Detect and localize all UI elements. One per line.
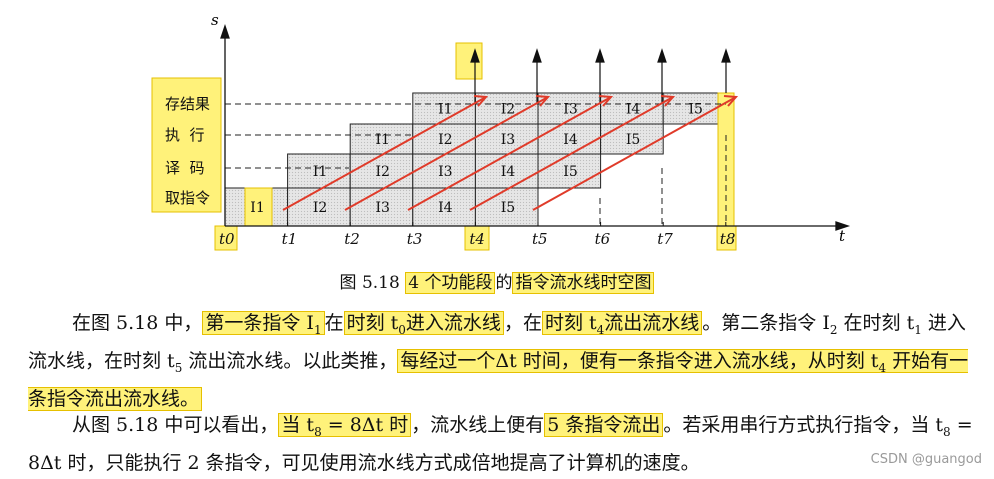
- stage-labels: 存结果 执 行 译 码 取指令: [165, 95, 210, 207]
- caption-highlight-b: 指令流水线时空图: [512, 272, 655, 294]
- cell-label-i4: I4: [626, 102, 641, 118]
- time-tick-labels: t0 t1 t2 t3 t4 t5 t6 t7 t8: [219, 222, 735, 248]
- axes: [220, 23, 851, 231]
- stage-label-store: 存结果: [165, 95, 210, 113]
- cell-label-i2: I2: [376, 164, 390, 180]
- para1-text: 时刻 t: [544, 312, 597, 334]
- para2-text: = 8Δt 时: [321, 414, 409, 436]
- para1-text: ，在: [503, 312, 542, 334]
- time-tick-t0: t0: [219, 230, 235, 248]
- para1-text: 。第二条指令 I: [702, 312, 830, 334]
- para1-sub: 1: [914, 322, 922, 337]
- para1-text: 每经过一个Δt 时间，便有一条指令进入流水线，从时刻 t: [400, 349, 879, 372]
- cell-label-i3: I3: [376, 200, 390, 216]
- caption-highlight-a: 4 个功能段: [405, 272, 496, 294]
- cell-label-i1: I1: [250, 200, 264, 216]
- para1-sub: 4: [596, 322, 605, 337]
- para1-text: 在时刻 t: [837, 312, 915, 334]
- watermark: CSDN @guangod: [870, 452, 982, 467]
- cell-label-i2: I2: [313, 200, 327, 216]
- stage-label-fetch: 取指令: [165, 189, 210, 207]
- cell-label-i1: I1: [438, 102, 452, 118]
- para1-text: 时刻 t: [346, 312, 399, 334]
- para1-text: 进入流水线，在时刻 t: [28, 312, 966, 372]
- time-tick-t2: t2: [344, 230, 360, 248]
- cell-label-i5: I5: [626, 132, 640, 148]
- para1-sub: 0: [398, 322, 406, 337]
- para1-sub: 2: [829, 322, 838, 337]
- para1-text: 第一条指令 I: [205, 312, 314, 334]
- para2-text: ，流水线上便有: [411, 414, 545, 436]
- para1-highlight-t4: 时刻 t4流出流水线: [541, 311, 703, 337]
- s-axis-label: s: [211, 11, 219, 29]
- stage-label-execute: 执 行: [165, 126, 205, 144]
- cell-label-i1: I1: [313, 164, 327, 180]
- stage-label-decode: 译 码: [165, 159, 205, 177]
- cell-label-i4: I4: [438, 200, 453, 216]
- pipeline-cell: [412, 153, 476, 189]
- para2-highlight-t8: 当 t8 = 8Δt 时: [278, 413, 412, 439]
- para1-text: 开始有一条指令流出流水线。: [28, 349, 969, 410]
- pipeline-cell: [287, 153, 351, 189]
- pipeline-cell: [600, 123, 664, 155]
- time-tick-t8: t8: [720, 230, 736, 248]
- time-tick-t6: t6: [595, 230, 611, 248]
- pipeline-cell: [537, 153, 602, 189]
- time-tick-t5: t5: [532, 230, 548, 248]
- cell-label-i2: I2: [438, 132, 452, 148]
- cell-label-i5: I5: [563, 164, 577, 180]
- time-tick-t3: t3: [407, 230, 423, 248]
- time-tick-t4: t4: [469, 230, 485, 248]
- para2-sub: 8: [943, 424, 951, 439]
- cell-label-i3: I3: [563, 102, 577, 118]
- stage-labels-highlight: [151, 77, 222, 213]
- para2-text: 。若采用串行方式执行指令，当 t: [663, 414, 944, 436]
- cell-label-i1: I1: [376, 132, 390, 148]
- para2-text: 当 t: [281, 414, 315, 436]
- instruction-flow-arrows: [282, 95, 739, 211]
- cell-label-i4: I4: [563, 132, 578, 148]
- para1-text: 在图 5.18 中，: [72, 312, 203, 334]
- t-axis-label: t: [839, 227, 846, 245]
- para1-sub: 4: [878, 360, 887, 375]
- pipeline-cell: [349, 153, 414, 189]
- highlight-box: [244, 187, 273, 227]
- para1-text: 流出流水线。以此类推，: [182, 349, 398, 372]
- cell-label-i3: I3: [438, 164, 452, 180]
- para1-text: 进入流水线: [405, 312, 501, 334]
- para2-sub: 8: [314, 424, 322, 439]
- para1-highlight-first-instruction: 第一条指令 I1: [202, 311, 325, 337]
- para1-text: 在: [324, 312, 344, 334]
- para1-sub: 1: [313, 322, 322, 337]
- para1-sub: 5: [174, 360, 183, 375]
- figure-number: 图 5.18: [339, 273, 400, 293]
- cell-label-i3: I3: [501, 132, 515, 148]
- caption-text: 的: [495, 273, 513, 293]
- pipeline-cells: [224, 92, 727, 227]
- time-tick-t7: t7: [657, 230, 673, 248]
- para2-text: = 8Δt 时，只能执行 2 条指令，可见使用流水线方式成倍地提高了计算机的速度…: [28, 414, 973, 474]
- para1-highlight-t0: 时刻 t0进入流水线: [343, 311, 504, 337]
- figure-caption: 图 5.18 4 个功能段的指令流水线时空图: [0, 268, 994, 294]
- cell-label-i4: I4: [501, 164, 516, 180]
- cell-label-i5: I5: [501, 200, 515, 216]
- cell-label-i2: I2: [501, 102, 515, 118]
- para2-text: 从图 5.18 中可以看出，: [72, 414, 279, 436]
- time-tick-t1: t1: [282, 230, 298, 248]
- pipeline-space-time-diagram: s t 存结果 执 行 译 码 取指令 I1I1I1I1I2I2I2I2I3I3…: [151, 11, 851, 251]
- para2-highlight-five-out: 5 条指令流出: [544, 413, 664, 437]
- para1-text: 流出流水线: [604, 312, 700, 334]
- cell-label-i5: I5: [689, 102, 703, 118]
